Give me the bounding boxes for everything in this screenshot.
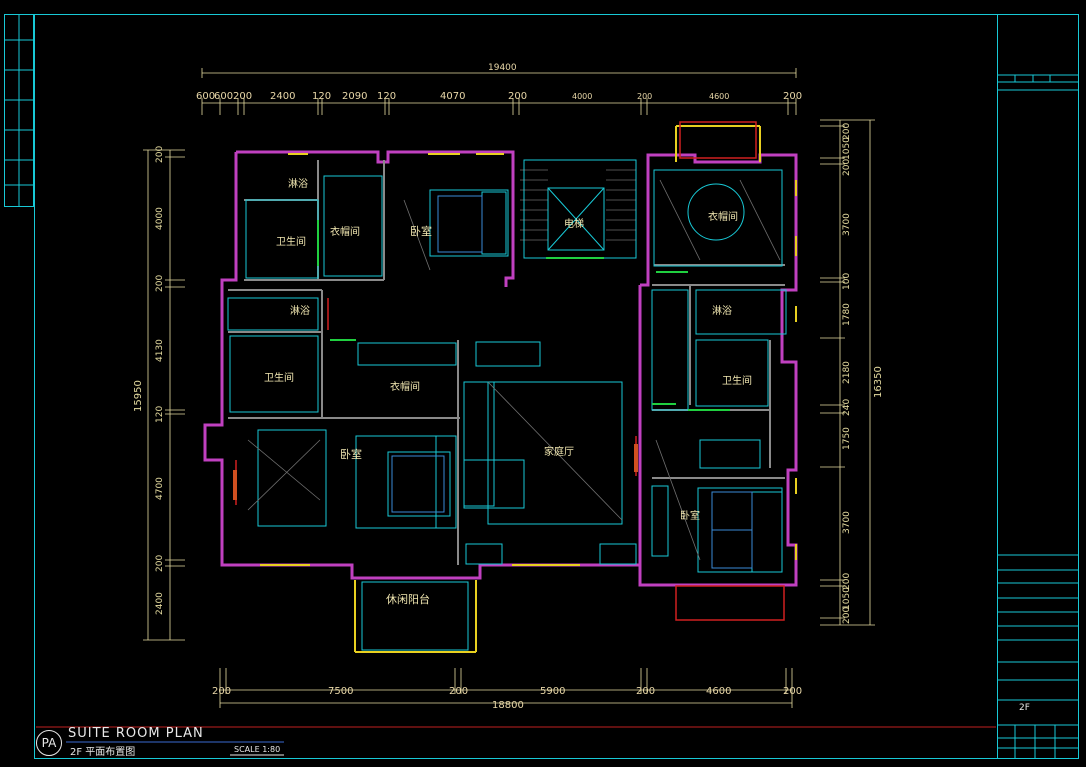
room-label: 衣帽间 <box>390 382 420 393</box>
dim-top-seg: 4000 <box>572 92 593 101</box>
pa-logo: PA <box>36 730 62 756</box>
dim-right-seg: 200 <box>842 158 852 176</box>
dim-left-total: 15950 <box>133 380 144 412</box>
dim-bottom-seg: 200 <box>636 686 656 697</box>
room-label: 淋浴 <box>288 179 308 190</box>
room-label: 淋浴 <box>712 306 732 317</box>
room-label: 卫生间 <box>276 237 306 248</box>
room-label: 淋浴 <box>290 306 310 317</box>
dim-left-seg: 4000 <box>155 207 165 230</box>
dim-right-seg: 100 <box>842 272 852 290</box>
dim-bottom-seg: 200 <box>783 686 803 697</box>
dim-top-seg: 120 <box>312 91 332 102</box>
dim-right-seg: 1750 <box>842 427 852 450</box>
dim-bottom-seg: 4600 <box>706 686 732 697</box>
room-label: 电梯 <box>564 219 584 230</box>
room-label: 卧室 <box>680 511 700 522</box>
room-label: 卫生间 <box>722 376 752 387</box>
dim-bottom-seg: 5900 <box>540 686 566 697</box>
dim-right-seg: 3700 <box>842 213 852 236</box>
dim-right-total: 16350 <box>873 366 884 398</box>
dim-left-seg: 4700 <box>155 477 165 500</box>
room-label: 卧室 <box>340 448 362 461</box>
dim-bottom-seg: 200 <box>212 686 232 697</box>
dim-right-seg: 1050 <box>842 137 852 160</box>
dim-top-seg: 200 <box>508 91 528 102</box>
dim-top-seg: 4600 <box>709 92 730 101</box>
dim-top-seg: 200 <box>783 91 803 102</box>
dim-right-seg: 240 <box>842 398 852 416</box>
room-label: 休闲阳台 <box>386 593 430 606</box>
dim-left-seg: 120 <box>155 405 165 423</box>
dim-top-seg: 600 <box>214 91 234 102</box>
dim-left-seg: 200 <box>155 274 165 292</box>
dim-left-seg: 2400 <box>155 592 165 615</box>
page-subtitle: 2F 平面布置图 <box>70 747 136 758</box>
titleblock-frame <box>997 14 1079 759</box>
dim-top-seg: 120 <box>377 91 397 102</box>
dim-right-seg: 1780 <box>842 303 852 326</box>
dim-right-seg: 3700 <box>842 511 852 534</box>
dim-top-seg: 4070 <box>440 91 466 102</box>
titleblock-code: 2F <box>1019 703 1030 713</box>
room-label: 衣帽间 <box>708 212 738 223</box>
dim-left-seg: 200 <box>155 554 165 572</box>
dim-top-seg: 200 <box>637 92 653 101</box>
dim-bottom-seg: 7500 <box>328 686 354 697</box>
dim-left-seg: 200 <box>155 145 165 163</box>
scale-label: SCALE 1:80 <box>234 745 281 754</box>
dim-top-seg: 2090 <box>342 91 368 102</box>
dim-left-seg: 4130 <box>155 339 165 362</box>
page-title: SUITE ROOM PLAN <box>68 726 204 741</box>
room-label: 衣帽间 <box>330 227 360 238</box>
dim-top-seg: 200 <box>233 91 253 102</box>
room-label: 家庭厅 <box>544 447 574 458</box>
dim-bottom-total: 18800 <box>492 700 524 711</box>
dim-bottom-seg: 200 <box>449 686 469 697</box>
room-label: 卧室 <box>410 225 432 238</box>
dim-top-seg: 2400 <box>270 91 296 102</box>
room-label: 卫生间 <box>264 373 294 384</box>
dim-top-total: 19400 <box>488 63 517 73</box>
dim-top-seg: 600 <box>196 91 216 102</box>
dim-right-seg: 200 <box>842 606 852 624</box>
dim-right-seg: 2180 <box>842 361 852 384</box>
